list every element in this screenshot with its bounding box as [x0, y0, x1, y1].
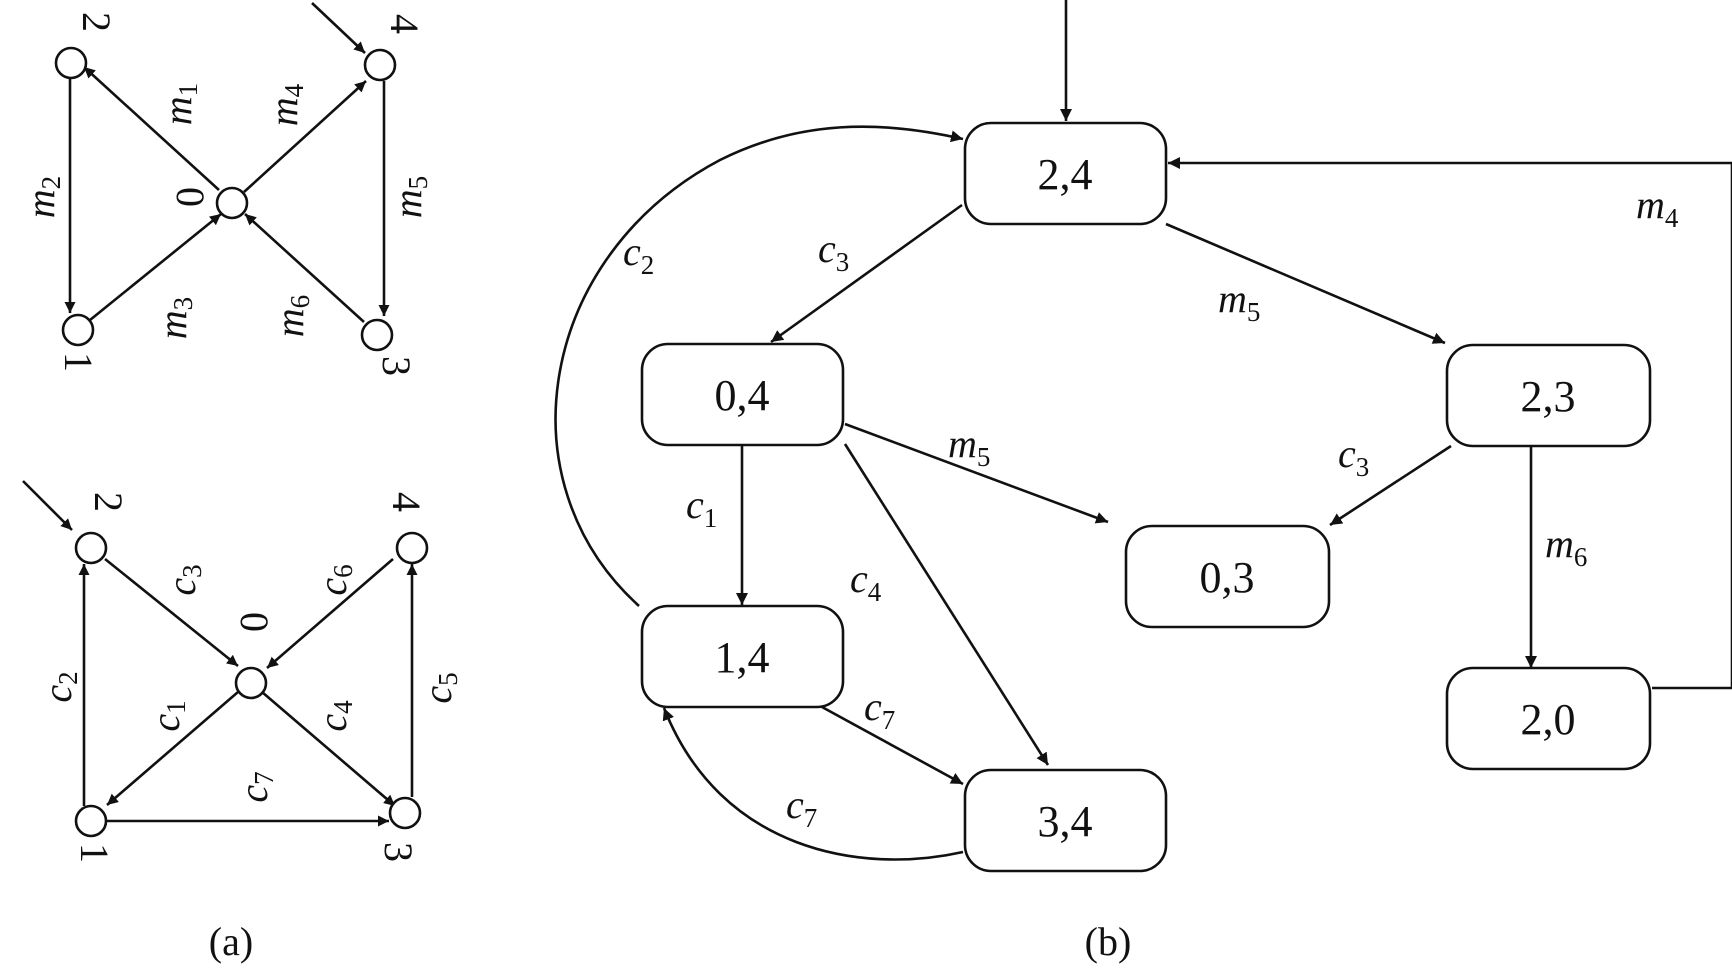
edge-c6 [266, 558, 394, 669]
transition-1,4-to-2,4 [554, 125, 964, 607]
state-label-0,3: 0,3 [1200, 553, 1255, 602]
state-node-3 [388, 796, 422, 830]
edge-label-c5: c5 [415, 672, 463, 703]
state-node-4 [395, 531, 429, 565]
node-label-0: 0 [168, 187, 213, 207]
state-box-3,4 [963, 768, 1168, 873]
transition-label-c3-b: c3 [1338, 431, 1369, 482]
edge-c4 [261, 691, 396, 807]
edge-c3 [104, 557, 239, 668]
transition-label-c4: c4 [850, 556, 882, 607]
transition-2,4-to-0,4 [770, 203, 963, 344]
node-label-2: 2 [74, 12, 119, 32]
transition-label-c3-a: c3 [818, 226, 849, 277]
transition-2,0-to-2,4 [1168, 157, 1732, 690]
state-box-2,3 [1445, 343, 1652, 448]
state-label-2,0: 2,0 [1521, 695, 1576, 744]
edge-m6 [244, 213, 365, 323]
state-label-3,4: 3,4 [1038, 797, 1093, 846]
transition-label-m4: m4 [1636, 182, 1679, 233]
state-box-1,4 [640, 604, 845, 709]
state-node-0 [215, 186, 249, 220]
automaton-a-top: 2 4 0 1 3 m1 m2 m3 m4 m5 m6 [18, 2, 433, 376]
transition-2,4-to-2,3 [1165, 222, 1446, 345]
caption-a: (a) [209, 919, 253, 964]
state-node-4 [363, 48, 397, 82]
edge-m1 [83, 66, 220, 191]
transition-1,4-to-3,4 [821, 705, 964, 786]
state-label-1,4: 1,4 [715, 633, 770, 682]
initial-arrow [311, 2, 366, 54]
node-label-0: 0 [232, 612, 277, 632]
transition-label-c2: c2 [623, 229, 654, 280]
transition-0,4-to-0,3 [844, 422, 1109, 524]
edge-label-c4: c4 [310, 700, 358, 732]
state-label-2,3: 2,3 [1521, 372, 1576, 421]
node-label-1: 1 [56, 352, 101, 372]
edge-label-c3: c3 [159, 564, 207, 595]
edge-label-c1: c1 [143, 700, 191, 731]
transition-0,4-to-3,4 [843, 443, 1050, 766]
edge-label-m2: m2 [18, 176, 66, 218]
edge-label-m1: m1 [155, 83, 203, 125]
transition-label-c7-a: c7 [864, 684, 895, 735]
edge-label-c7: c7 [231, 771, 279, 802]
edge-label-m5: m5 [385, 176, 433, 218]
edge-c1 [106, 691, 239, 806]
transition-label-c7-b: c7 [786, 782, 817, 833]
caption-b: (b) [1085, 919, 1132, 964]
state-node-3 [360, 318, 394, 352]
edge-label-c6: c6 [310, 564, 358, 595]
state-label-2,4: 2,4 [1038, 150, 1093, 199]
edge-label-m6: m6 [267, 295, 315, 337]
edge-m3 [89, 212, 222, 322]
transition-label-m5-b: m5 [948, 421, 990, 472]
node-label-3: 3 [374, 356, 419, 376]
state-node-1 [61, 313, 95, 347]
state-node-0 [234, 666, 268, 700]
node-label-4: 4 [384, 492, 429, 512]
transition-3,4-to-1,4 [662, 707, 964, 861]
node-label-4: 4 [382, 14, 427, 34]
state-node-2 [74, 531, 108, 565]
edge-m4 [243, 80, 367, 193]
state-label-0,4: 0,4 [715, 371, 770, 420]
node-label-2: 2 [86, 492, 131, 512]
automaton-a-bottom: 2 4 0 1 3 c3 c6 c2 c1 c4 c5 c7 [22, 480, 463, 863]
edge-label-c2: c2 [35, 671, 83, 702]
state-box-0,3 [1124, 524, 1331, 629]
transition-label-m5-a: m5 [1218, 276, 1260, 327]
state-box-2,4 [963, 121, 1168, 226]
state-box-2,0 [1445, 666, 1652, 771]
transition-label-m6: m6 [1545, 521, 1587, 572]
state-node-2 [54, 46, 88, 80]
node-label-3: 3 [376, 842, 421, 862]
transition-label-c1: c1 [686, 482, 717, 533]
edge-label-m4: m4 [261, 83, 309, 126]
state-node-1 [74, 804, 108, 838]
transition-2,3-to-0,3 [1329, 444, 1452, 527]
node-label-1: 1 [72, 843, 117, 863]
edge-label-m3: m3 [150, 297, 198, 339]
state-box-0,4 [640, 342, 845, 447]
automaton-b: 2,4 0,4 2,3 0,3 1,4 2,0 3,4 c3 m5 c1 m5 … [554, 0, 1732, 873]
initial-arrow [22, 480, 73, 531]
